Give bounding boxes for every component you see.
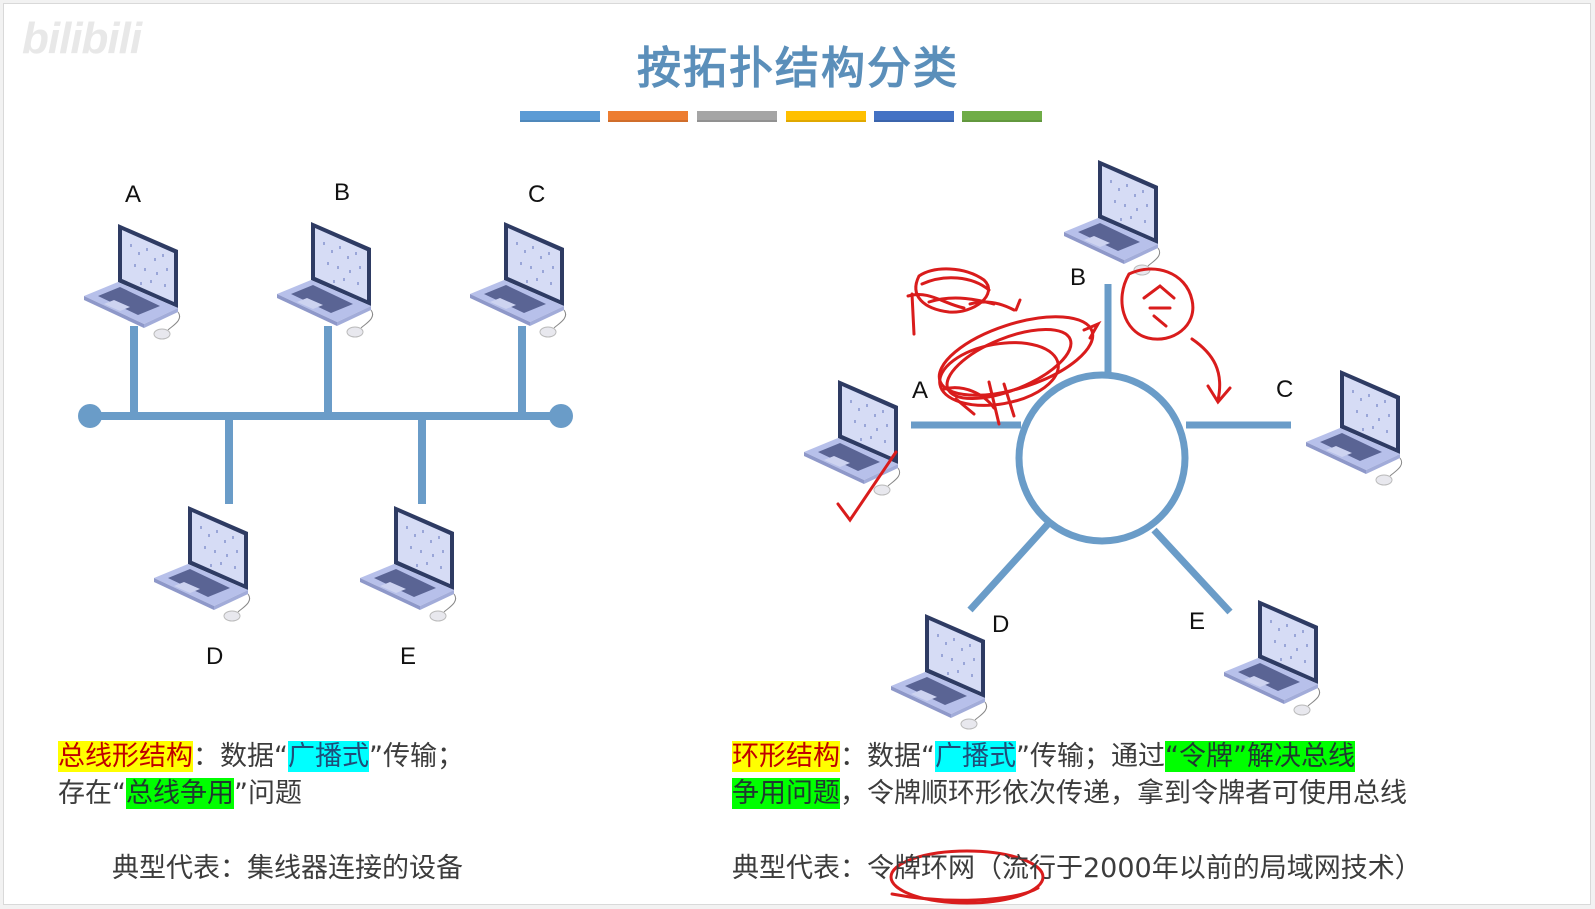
bilibili-watermark: bilibili <box>22 14 142 63</box>
bus-laptop-a <box>83 223 181 340</box>
ring-caption-text-3: ，令牌顺环形依次传递，拿到令牌者可使用总线 <box>840 778 1407 809</box>
ring-label-a: A <box>912 377 928 404</box>
ring-label-d: D <box>992 611 1009 638</box>
ring-label-c: C <box>1276 376 1293 403</box>
bus-laptop-d <box>153 505 251 622</box>
ring-label-e: E <box>1189 608 1205 635</box>
bus-label-e: E <box>400 643 416 670</box>
bus-terminator-right <box>549 404 573 428</box>
bus-label-b: B <box>334 179 350 206</box>
color-bar-3 <box>697 111 777 122</box>
bus-caption: 总线形结构：数据“广播式”传输； 存在“总线争用”问题 <box>58 738 464 812</box>
ring-example-prefix: 典型代表： <box>732 853 867 884</box>
bus-broadcast-highlight: 广播式 <box>288 741 369 772</box>
ring-laptop-c <box>1305 369 1403 486</box>
bus-topology <box>90 326 561 504</box>
color-bar-2 <box>608 111 688 122</box>
color-bar-6 <box>962 111 1042 122</box>
ring-example: 典型代表：令牌环网（流行于2000年以前的局域网技术） <box>732 850 1422 887</box>
bus-laptop-c <box>469 221 567 338</box>
bus-example: 典型代表：集线器连接的设备 <box>112 853 463 884</box>
ring-label-b: B <box>1070 264 1086 291</box>
bus-caption-text-3: 存在“ <box>58 778 126 809</box>
bus-caption-text-1: ：数据“ <box>193 741 288 772</box>
slide-title: 按拓扑结构分类 <box>637 43 959 94</box>
ring-token-highlight: “令牌”解决总线 <box>1165 741 1355 772</box>
ring-example-name: 令牌环网 <box>867 853 975 884</box>
bus-caption-text-2: ”传输； <box>369 741 464 772</box>
ring-laptop-e <box>1223 599 1321 716</box>
ring-laptop-a <box>803 379 901 496</box>
ring-caption-text-1: ：数据“ <box>840 741 935 772</box>
bus-caption-text-4: ”问题 <box>234 778 302 809</box>
color-bar-4 <box>786 111 866 122</box>
color-bar-1 <box>520 111 600 122</box>
bus-laptop-b <box>276 221 374 338</box>
ring-broadcast-highlight: 广播式 <box>935 741 1016 772</box>
bus-label-c: C <box>528 181 545 208</box>
network-diagrams: A B C D E B C A D E <box>78 159 1403 905</box>
slide: bilibili 按拓扑结构分类 <box>3 3 1591 905</box>
ring-caption: 环形结构：数据“广播式”传输；通过“令牌”解决总线 争用问题，令牌顺环形依次传递… <box>732 738 1582 812</box>
ring-example-suffix: （流行于2000年以前的局域网技术） <box>975 853 1422 884</box>
bus-term-highlight: 总线形结构 <box>58 741 193 772</box>
ring-laptop-d <box>890 613 988 730</box>
color-bar-5 <box>874 111 954 122</box>
bus-label-d: D <box>206 643 223 670</box>
bus-label-a: A <box>125 181 141 208</box>
ring-contention-highlight: 争用问题 <box>732 778 840 809</box>
bus-laptop-e <box>359 505 457 622</box>
ring-laptop-b <box>1063 159 1161 276</box>
bus-contention-highlight: 总线争用 <box>126 778 234 809</box>
handwritten-annotations <box>836 267 1232 905</box>
ring-caption-text-2: ”传输；通过 <box>1016 741 1165 772</box>
bus-terminator-left <box>78 404 102 428</box>
ring-term-highlight: 环形结构 <box>732 741 840 772</box>
ring-topology <box>911 284 1291 615</box>
